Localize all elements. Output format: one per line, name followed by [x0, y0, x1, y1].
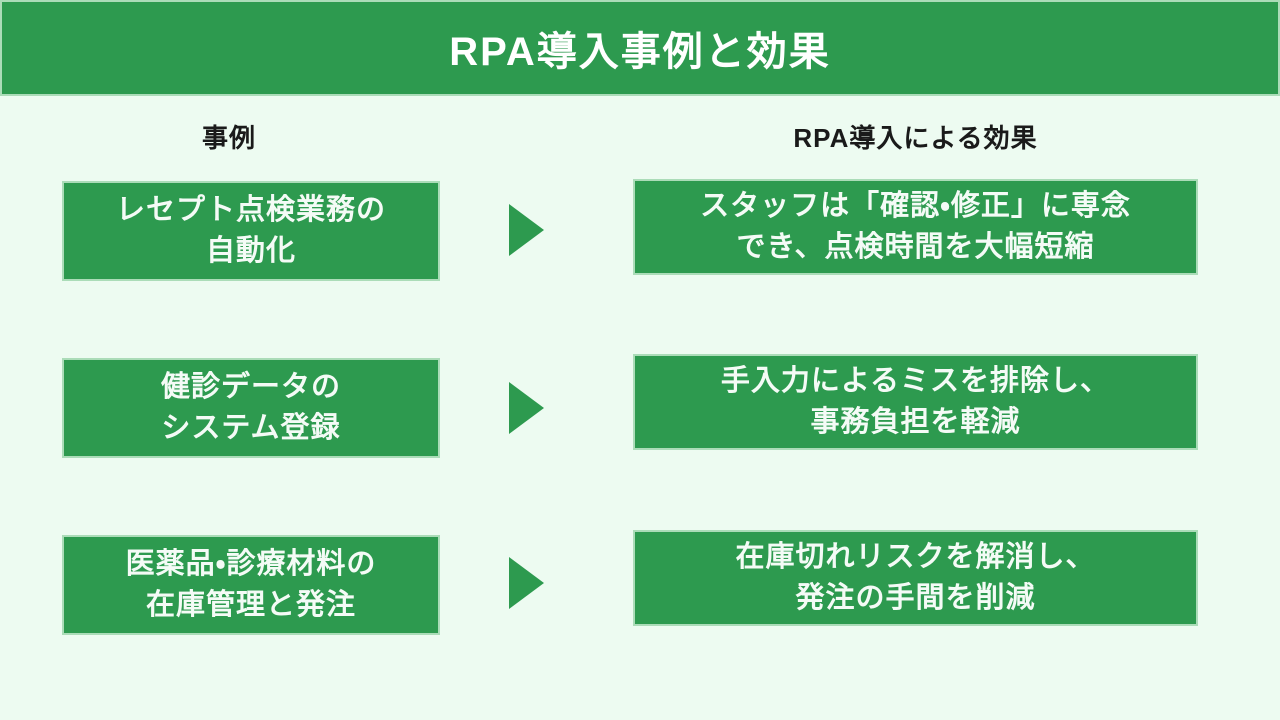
effect-text-line: 手入力によるミスを排除し、: [720, 365, 1111, 397]
effect-text-line: 在庫切れリスクを解消し、: [735, 541, 1096, 573]
case-box-inventory: 医薬品・診療材料の 在庫管理と発注: [62, 535, 440, 635]
effect-text-line: スタッフは「確認・修正」に専念: [700, 190, 1131, 222]
effect-text-line: 事務負担を軽減: [810, 406, 1021, 438]
case-text-line: システム登録: [161, 412, 341, 444]
case-text-line: 自動化: [205, 235, 296, 267]
case-text-line: 健診データの: [160, 371, 341, 403]
effect-text-line: 発注の手間を削減: [795, 582, 1036, 614]
effect-box-receipt-check: スタッフは「確認・修正」に専念 でき、点検時間を大幅短縮: [633, 179, 1198, 275]
column-header-cases: 事例: [201, 123, 256, 153]
right-arrow-icon: [509, 204, 544, 256]
page-title: RPA導入事例と効果: [449, 30, 831, 74]
case-text-line: レセプト点検業務の: [115, 194, 386, 226]
case-text-line: 在庫管理と発注: [145, 589, 356, 621]
right-arrow-icon: [509, 557, 544, 609]
column-header-effects: RPA導入による効果: [793, 123, 1038, 153]
effect-box-health-data: 手入力によるミスを排除し、 事務負担を軽減: [633, 354, 1198, 450]
right-arrow-icon: [509, 382, 544, 434]
case-box-receipt-check: レセプト点検業務の 自動化: [62, 181, 440, 281]
title-bar: RPA導入事例と効果: [0, 0, 1280, 96]
effect-text-line: でき、点検時間を大幅短縮: [736, 231, 1095, 263]
case-box-health-data: 健診データの システム登録: [62, 358, 440, 458]
effect-box-inventory: 在庫切れリスクを解消し、 発注の手間を削減: [633, 530, 1198, 626]
case-text-line: 医薬品・診療材料の: [125, 548, 377, 580]
